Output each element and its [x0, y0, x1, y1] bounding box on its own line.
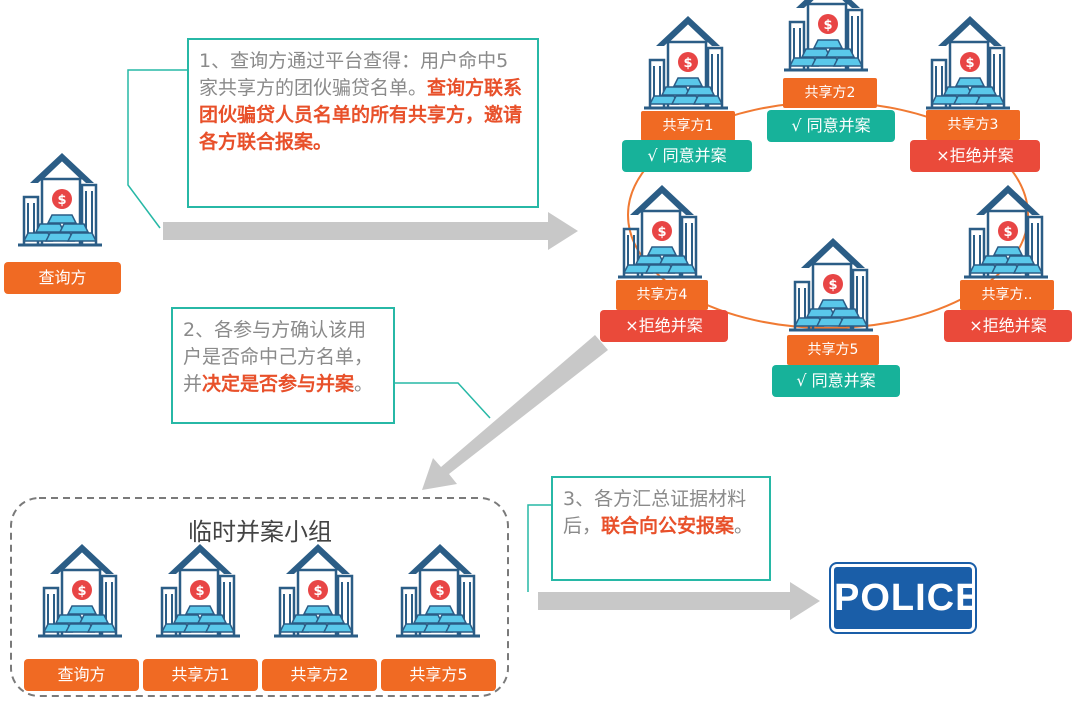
police-sign-icon: POLICE: [829, 562, 980, 634]
bank-building-icon: [782, 0, 870, 72]
bank-building-icon: [924, 14, 1012, 110]
group-member-4: 共享方5: [381, 659, 496, 691]
bank-building-icon: [16, 151, 104, 247]
group-title: 临时并案小组: [188, 518, 332, 546]
sharer-label-2: 共享方2: [783, 78, 877, 108]
sharer-label-3: 共享方3: [926, 110, 1020, 140]
sharer-status-4: ×拒绝并案: [600, 310, 728, 342]
step1-highlight-text: 查询方联系团伙骗贷人员名单的所有共享方，邀请各方联合报案。: [199, 77, 523, 153]
bank-building-icon: [154, 542, 242, 638]
group-member-1: 查询方: [24, 659, 139, 691]
step1-connector: [127, 69, 188, 229]
arrow-ring-to-group: [422, 335, 608, 490]
sharer-label-5: 共享方5: [787, 335, 879, 365]
arrow-query-to-ring: [163, 212, 578, 250]
sharer-label-more: 共享方..: [960, 280, 1054, 310]
step3-plain-text: 3、各方汇总证据材料后，: [563, 488, 747, 537]
group-box: [10, 497, 509, 697]
bank-building-icon: [787, 236, 875, 332]
sharer-status-2: √ 同意并案: [767, 110, 895, 142]
sharer-status-5: √ 同意并案: [772, 365, 900, 397]
step2-plain-text: 2、各参与方确认该用户是否命中己方名单，并: [183, 319, 374, 395]
step2-connector: [395, 382, 491, 419]
group-member-2: 共享方1: [143, 659, 258, 691]
sharer-label-4: 共享方4: [616, 280, 708, 310]
sharer-status-1: √ 同意并案: [622, 140, 752, 172]
bank-building-icon: [36, 542, 124, 638]
bank-building-icon: [962, 183, 1050, 279]
step2-tail-text: 。: [354, 373, 374, 395]
bank-building-icon: [394, 542, 482, 638]
step3-highlight-text: 联合向公安报案: [601, 515, 735, 537]
step1-plain-text: 1、查询方通过平台查得：用户命中5家共享方的团伙骗贷名单。: [199, 50, 509, 99]
bank-building-icon: [272, 542, 360, 638]
arrow-group-to-police: [538, 582, 820, 620]
sharer-status-more: ×拒绝并案: [944, 310, 1072, 342]
step1-note: 1、查询方通过平台查得：用户命中5家共享方的团伙骗贷名单。查询方联系团伙骗贷人员…: [187, 38, 539, 208]
step3-note: 3、各方汇总证据材料后，联合向公安报案。: [551, 476, 771, 581]
step3-tail-text: 。: [734, 515, 754, 537]
querier-label: 查询方: [4, 262, 121, 294]
step2-highlight-text: 决定是否参与并案: [202, 373, 355, 395]
sharer-status-3: ×拒绝并案: [910, 140, 1040, 172]
step3-connector: [527, 504, 552, 592]
bank-building-icon: [642, 14, 730, 110]
sharer-label-1: 共享方1: [641, 111, 735, 141]
step2-note: 2、各参与方确认该用户是否命中己方名单，并决定是否参与并案。: [171, 307, 395, 424]
group-member-3: 共享方2: [262, 659, 377, 691]
